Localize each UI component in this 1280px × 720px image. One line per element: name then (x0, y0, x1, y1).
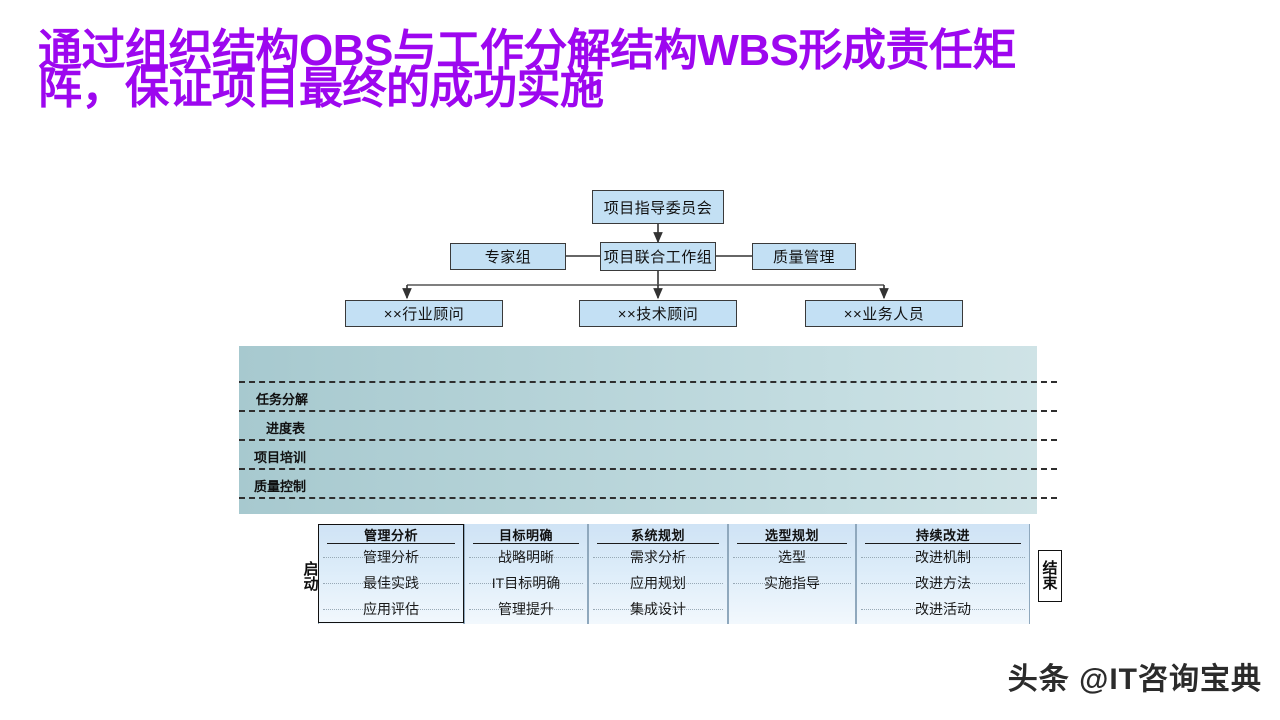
process-column-1[interactable]: 管理分析 管理分析 最佳实践 应用评估 (318, 524, 464, 624)
process-column-4-header-label: 选型规划 (764, 528, 819, 543)
org-box-steering-committee-label: 项目指导委员会 (603, 199, 713, 217)
page-title-line-1: 通过组织结构OBS与工作分解结构WBS形成责任矩 (38, 26, 1017, 75)
process-column-2-header: 目标明确 (465, 524, 587, 544)
process-column-1-header-rule (327, 543, 455, 544)
org-box-quality-management[interactable]: 质量管理 (752, 243, 856, 270)
wbs-band-divider-1 (239, 410, 1057, 412)
process-start-cap: 启动 (302, 562, 320, 593)
wbs-band-label-schedule: 进度表 (266, 421, 306, 436)
process-column-1-item-2[interactable]: 最佳实践 (319, 570, 463, 596)
org-box-joint-working-group-label: 项目联合工作组 (603, 249, 713, 266)
process-column-3-item-3[interactable]: 集成设计 (589, 596, 727, 622)
org-box-industry-consultant[interactable]: ××行业顾问 (345, 300, 503, 327)
page-title-line-2: 阵，保证项目最终的成功实施 (38, 64, 604, 114)
process-column-2-item-2[interactable]: IT目标明确 (465, 570, 587, 596)
wbs-band-label-task-breakdown: 任务分解 (256, 392, 309, 407)
process-column-5[interactable]: 持续改进 改进机制 改进方法 改进活动 (856, 524, 1030, 624)
page-title: 通过组织结构OBS与工作分解结构WBS形成责任矩 阵，保证项目最终的成功实施 (38, 26, 1218, 114)
org-box-joint-working-group[interactable]: 项目联合工作组 (600, 242, 716, 271)
wbs-band-label-quality-control: 质量控制 (254, 479, 307, 494)
org-box-business-staff[interactable]: ××业务人员 (805, 300, 963, 327)
process-column-5-header-label: 持续改进 (915, 528, 970, 543)
process-column-4[interactable]: 选型规划 选型 实施指导 (728, 524, 856, 624)
process-end-label: 结束 (1042, 559, 1058, 592)
org-box-expert-group[interactable]: 专家组 (450, 243, 566, 270)
org-box-expert-group-label: 专家组 (484, 249, 532, 266)
org-box-quality-management-label: 质量管理 (772, 249, 835, 266)
process-column-4-item-1[interactable]: 选型 (729, 544, 855, 570)
process-column-5-item-3[interactable]: 改进活动 (857, 596, 1029, 622)
process-end-cap: 结束 (1038, 550, 1062, 602)
process-column-1-item-3[interactable]: 应用评估 (319, 596, 463, 622)
process-start-label: 启动 (303, 561, 319, 594)
process-column-1-header-label: 管理分析 (363, 528, 418, 543)
process-column-5-header: 持续改进 (857, 524, 1029, 544)
wbs-band-divider-0 (239, 381, 1057, 383)
process-column-3-header-rule (597, 543, 719, 544)
org-box-business-staff-label: ××业务人员 (843, 306, 925, 323)
wbs-band-divider-4 (239, 497, 1057, 499)
process-strip: 管理分析 管理分析 最佳实践 应用评估 目标明确 战略明晰 IT目标明确 管理提… (318, 524, 1030, 624)
org-box-technical-consultant[interactable]: ××技术顾问 (579, 300, 737, 327)
org-box-steering-committee[interactable]: 项目指导委员会 (592, 190, 724, 224)
wbs-band-divider-2 (239, 439, 1057, 441)
process-column-4-header: 选型规划 (729, 524, 855, 544)
org-box-industry-consultant-label: ××行业顾问 (383, 306, 465, 323)
process-column-4-header-rule (737, 543, 847, 544)
process-column-3[interactable]: 系统规划 需求分析 应用规划 集成设计 (588, 524, 728, 624)
process-column-1-header: 管理分析 (319, 524, 463, 544)
wbs-band-divider-3 (239, 468, 1057, 470)
process-column-2[interactable]: 目标明确 战略明晰 IT目标明确 管理提升 (464, 524, 588, 624)
process-column-2-header-rule (473, 543, 579, 544)
process-column-5-item-2[interactable]: 改进方法 (857, 570, 1029, 596)
process-column-3-item-2[interactable]: 应用规划 (589, 570, 727, 596)
process-column-2-item-1[interactable]: 战略明晰 (465, 544, 587, 570)
org-box-technical-consultant-label: ××技术顾问 (617, 306, 699, 323)
process-column-4-item-2[interactable]: 实施指导 (729, 570, 855, 596)
process-column-1-item-1[interactable]: 管理分析 (319, 544, 463, 570)
process-column-3-header: 系统规划 (589, 524, 727, 544)
watermark: 头条 @IT咨询宝典 (1007, 663, 1262, 696)
process-column-3-item-1[interactable]: 需求分析 (589, 544, 727, 570)
process-column-5-item-1[interactable]: 改进机制 (857, 544, 1029, 570)
process-column-2-header-label: 目标明确 (498, 528, 553, 543)
process-column-3-header-label: 系统规划 (630, 528, 685, 543)
process-column-2-item-3[interactable]: 管理提升 (465, 596, 587, 622)
wbs-band (239, 346, 1037, 514)
wbs-band-label-project-training: 项目培训 (254, 450, 307, 465)
process-column-5-header-rule (865, 543, 1021, 544)
process-column-1-highlight-outline (318, 524, 464, 623)
